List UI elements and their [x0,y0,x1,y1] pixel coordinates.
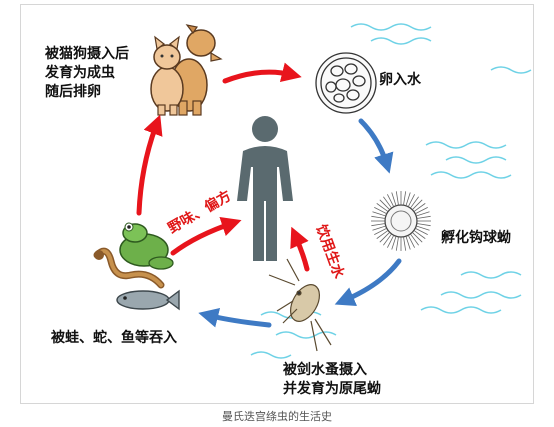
label-host-line-2: 发育为成虫 [45,65,115,81]
label-swallowed: 被蛙、蛇、鱼等吞入 [51,330,177,346]
label-copepod: 被剑水蚤摄入 并发育为原尾蚴 [283,361,381,399]
arrow-copepod-to-human [290,226,310,272]
arrow-egg-to-coracidium [358,118,394,174]
cycle-arrows [136,62,402,328]
label-copepod-line-2: 并发育为原尾蚴 [283,381,381,397]
human-icon [237,116,293,261]
arrow-host-to-egg [222,62,302,84]
life-cycle-figure: 被猫狗摄入后 发育为成虫 随后排卵 卵入水 孵化钩球蚴 被剑水蚤摄入 并发育为原… [20,4,534,404]
label-copepod-line-1: 被剑水蚤摄入 [283,362,367,378]
cat-dog-icon [150,24,223,116]
frog-snake-fish-icon [93,222,180,311]
egg-icon [315,52,377,114]
arrow-frog-to-host [136,114,163,216]
figure-caption: 曼氏迭宫绦虫的生活史 [222,410,332,423]
label-host-line-3: 随后排卵 [45,84,101,100]
copepod-icon [268,258,332,352]
label-egg-water: 卵入水 [379,72,421,88]
arrow-copepod-to-frog [198,307,272,328]
label-host-cat-dog: 被猫狗摄入后 发育为成虫 随后排卵 [45,45,129,102]
arrow-coracidium-to-copepod [334,258,402,306]
arrow-frog-to-human [170,216,242,256]
coracidium-icon [371,191,431,251]
label-host-line-1: 被猫狗摄入后 [45,46,129,62]
water-waves [250,23,532,359]
diagram-canvas [93,23,532,359]
label-coracidium: 孵化钩球蚴 [441,230,511,246]
